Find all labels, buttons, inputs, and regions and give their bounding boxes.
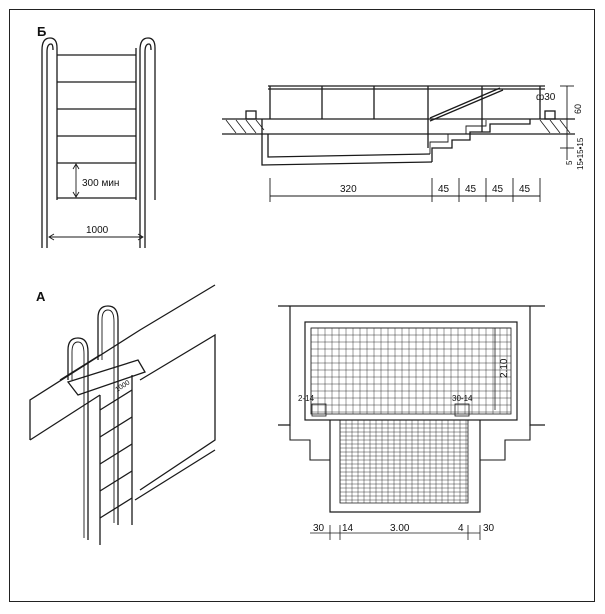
width-label: 1000 [86,225,109,236]
bottom-30-left-label: 30 [313,523,325,534]
riser-dims-label: 15•15•15 [576,137,585,170]
bottom-30-right-label: 30 [483,523,495,534]
bottom-14-left-label: 14 [342,523,354,534]
bottom-width-label: 3.00 [390,523,410,534]
section-a-letter: А [36,289,46,304]
step-2-label: 45 [465,184,477,195]
section-b-letter: Б [37,24,46,39]
small-5-label: 5 [565,160,574,165]
step-spacing-dimension [72,163,80,198]
ladder-isometric [29,284,216,545]
plan-height-label: 2.10 [499,358,510,378]
drawing-frame [9,9,595,602]
pool-plan-grid [310,327,511,503]
pool-cross-section [222,85,575,166]
step-3-label: 45 [492,184,504,195]
plan-right-label: 30-14 [452,394,473,403]
step-4-label: 45 [519,184,531,195]
bottom-14-right-label: 4 [458,523,464,534]
step-spacing-label: 300 мин [82,178,119,189]
pool-dimension-lines [269,85,574,202]
width-dimension [48,233,144,241]
plan-left-label: 2-14 [298,394,315,403]
rail-diameter-label: ф30 [536,91,556,103]
ladder-front-elevation [41,37,156,248]
step-1-label: 45 [438,184,450,195]
height-60-label: 60 [573,104,583,114]
pool-length-label: 320 [340,184,357,195]
